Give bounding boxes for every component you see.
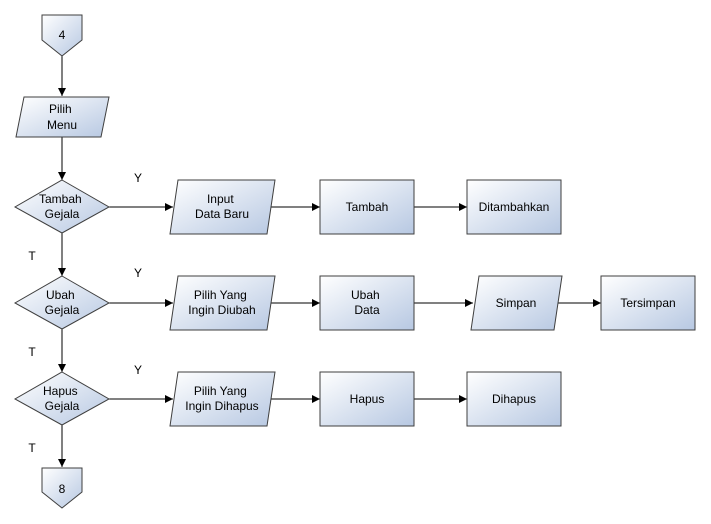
branch-label-no-hapus: T <box>28 441 36 455</box>
process-ubah-data-line-2: Data <box>354 303 380 317</box>
process-tambah-label: Tambah <box>346 200 389 214</box>
decision-ubah-label-line-2: Gejala <box>45 303 80 317</box>
process-ubah-data: Ubah Data <box>319 275 415 331</box>
svg-text:Hapus Gejala: Hapus Gejala <box>43 384 81 413</box>
branch-label-yes-hapus: Y <box>134 363 142 377</box>
svg-text:Pilih Yang Ingin Dihapus: Pilih Yang Ingin Dihapus <box>185 384 258 413</box>
pilih-menu-label-line-1: Pilih <box>49 102 72 116</box>
input-pilih-ingin-dihapus: Pilih Yang Ingin Dihapus <box>169 371 276 427</box>
decision-tambah-gejala: Tambah Gejala <box>13 179 111 234</box>
input-pilih-ingin-diubah: Pilih Yang Ingin Diubah <box>169 275 276 331</box>
result-dihapus: Dihapus <box>466 371 562 427</box>
svg-text:Ubah Gejala: Ubah Gejala <box>45 288 80 317</box>
decision-hapus-label-line-2: Gejala <box>45 399 80 413</box>
pilih-menu-input: Pilih Menu <box>15 96 110 138</box>
connector-end-label: 8 <box>59 482 66 496</box>
result-ditambahkan: Ditambahkan <box>466 179 562 235</box>
decision-hapus-gejala: Hapus Gejala <box>13 371 111 426</box>
branch-label-yes-tambah: Y <box>134 171 142 185</box>
decision-ubah-label-line-1: Ubah <box>46 288 75 302</box>
process-hapus: Hapus <box>319 371 415 427</box>
connector-start-label: 4 <box>59 28 66 42</box>
input-dihapus-line-2: Ingin Dihapus <box>185 399 258 413</box>
branch-label-yes-ubah: Y <box>134 266 142 280</box>
pilih-menu-label-line-2: Menu <box>47 118 77 132</box>
branch-label-no-tambah: T <box>28 249 36 263</box>
input-dihapus-line-1: Pilih Yang <box>194 384 247 398</box>
process-tambah: Tambah <box>319 179 415 235</box>
process-hapus-label: Hapus <box>350 392 385 406</box>
decision-tambah-label-line-1: Tambah <box>39 192 82 206</box>
output-simpan: Simpan <box>470 275 563 331</box>
result-ditambahkan-label: Ditambahkan <box>479 200 550 214</box>
svg-text:Input Data Baru: Input Data Baru <box>195 192 249 221</box>
flow-connectors <box>58 56 601 467</box>
input-data-baru-line-2: Data Baru <box>195 207 249 221</box>
branch-label-no-ubah: T <box>28 345 36 359</box>
svg-text:Pilih Yang Ingin Diubah: Pilih Yang Ingin Diubah <box>188 288 255 317</box>
svg-text:Ubah Data: Ubah Data <box>351 288 383 317</box>
svg-text:Pilih Menu: Pilih Menu <box>47 102 77 132</box>
input-data-baru-line-1: Input <box>207 192 234 206</box>
off-page-connector-end: 8 <box>41 467 83 509</box>
decision-tambah-label-line-2: Gejala <box>45 207 80 221</box>
result-tersimpan: Tersimpan <box>600 275 696 331</box>
input-diubah-line-1: Pilih Yang <box>194 288 247 302</box>
result-dihapus-label: Dihapus <box>492 392 536 406</box>
process-ubah-data-line-1: Ubah <box>351 288 380 302</box>
output-simpan-label: Simpan <box>496 296 537 310</box>
off-page-connector-start: 4 <box>41 14 83 57</box>
result-tersimpan-label: Tersimpan <box>620 296 675 310</box>
svg-text:Tambah Gejala: Tambah Gejala <box>39 192 85 221</box>
decision-ubah-gejala: Ubah Gejala <box>13 275 111 330</box>
input-diubah-line-2: Ingin Diubah <box>188 303 255 317</box>
input-data-baru: Input Data Baru <box>169 179 276 235</box>
decision-hapus-label-line-1: Hapus <box>43 384 78 398</box>
